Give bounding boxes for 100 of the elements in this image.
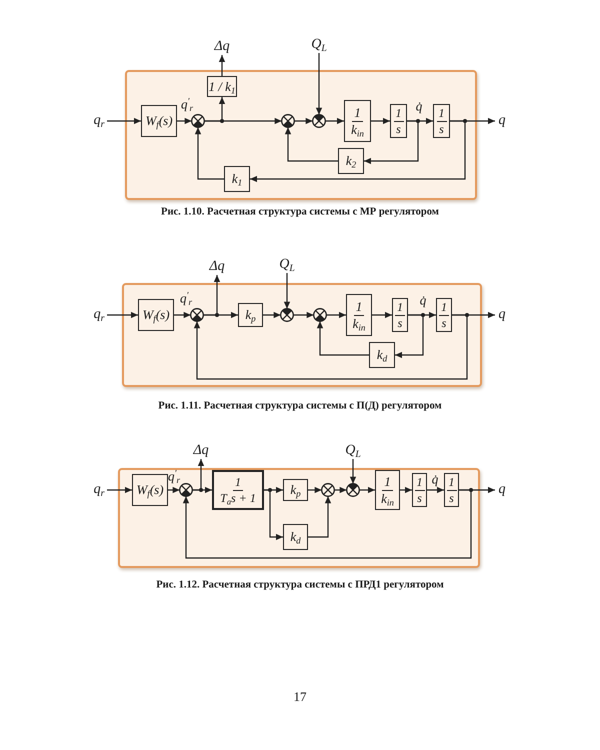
block-label: k$_{d}$	[290, 530, 301, 544]
fraction-denominator: s	[396, 316, 404, 330]
signal-arrow	[308, 486, 322, 494]
signal-label: q	[495, 481, 509, 499]
transfer-block	[433, 104, 450, 138]
block-label: k$_{p}$	[245, 308, 256, 322]
signal-arrow	[350, 459, 356, 484]
summing-junction	[179, 483, 193, 497]
signal-arrow	[174, 312, 191, 318]
signal-arrow	[192, 486, 212, 494]
signal-arrow	[107, 118, 141, 124]
transfer-block	[138, 299, 174, 331]
fraction-numerator: 1	[436, 106, 446, 122]
summing-junction	[190, 308, 204, 322]
signal-arrow	[294, 118, 313, 124]
page-number: 17	[294, 689, 306, 705]
block-label: 1 / k$_{1}$	[208, 80, 236, 94]
system-panel	[125, 70, 477, 200]
fraction-numerator: 1	[446, 476, 456, 490]
signal-arrow	[284, 127, 338, 162]
signal-arrow	[182, 489, 472, 559]
signal-arrow	[371, 118, 390, 124]
signal-arrow	[107, 486, 132, 494]
signal-label: q	[495, 306, 509, 324]
transfer-block	[141, 105, 177, 137]
signal-arrow	[372, 312, 392, 318]
signal-arrow	[264, 489, 283, 540]
summing-junction	[281, 114, 295, 128]
signal-label: Δq	[190, 442, 212, 459]
signal-arrow	[263, 312, 281, 318]
figure-caption: Рис. 1.10. Расчетная структура системы с МР регулятором	[161, 206, 439, 218]
block-label: k$_{p}$	[290, 483, 301, 497]
block-label: k$_{1}$	[232, 172, 242, 186]
summing-junction	[191, 114, 205, 128]
block-label: W$_{f}$(s)	[145, 114, 173, 128]
fraction-denominator: s	[395, 122, 402, 136]
block-label: k$_{2}$	[346, 154, 356, 168]
signal-arrow	[364, 120, 419, 164]
figure-caption: Рис. 1.12. Расчетная структура системы с ПРД1 регулятором	[156, 580, 444, 590]
signal-arrow	[203, 312, 238, 318]
summing-junction	[321, 483, 335, 497]
fraction-numerator: 1	[394, 106, 404, 122]
fraction-denominator: T$_{a}$s + 1	[219, 490, 257, 504]
signal-arrow	[194, 314, 468, 380]
fraction-numerator: 1	[352, 106, 363, 122]
signal-label: q$_{r}$	[91, 481, 107, 499]
fraction-denominator: s	[440, 316, 448, 330]
transfer-block	[390, 104, 407, 138]
fraction-numerator: 1	[233, 476, 243, 490]
signal-arrow	[400, 486, 412, 494]
signal-arrow	[359, 486, 375, 494]
signal-label: Q$_{L}$	[341, 442, 365, 459]
fraction-numerator: 1	[382, 474, 393, 490]
signal-arrow	[177, 118, 192, 124]
signal-arrow	[316, 53, 322, 115]
transfer-block	[375, 470, 400, 510]
signal-arrow	[168, 486, 180, 494]
transfer-block	[346, 294, 372, 336]
signal-label: q̇	[416, 100, 422, 112]
fraction-denominator: k$_{in}$	[350, 122, 365, 136]
signal-arrow	[325, 118, 344, 124]
transfer-block	[212, 470, 264, 510]
system-panel	[122, 283, 482, 387]
figure-caption: Рис. 1.11. Расчетная структура системы с П(Д) регулятором	[158, 400, 442, 412]
transfer-block	[344, 100, 371, 142]
transfer-block	[224, 166, 250, 192]
signal-label: q$_{r}$	[91, 112, 107, 130]
signal-arrow	[204, 118, 282, 124]
signal-arrow	[218, 55, 226, 76]
system-panel	[118, 468, 480, 568]
signal-arrow	[427, 486, 444, 494]
fraction-numerator: 1	[414, 476, 424, 490]
signal-arrow	[316, 321, 369, 356]
block-label: W$_{f}$(s)	[136, 483, 164, 497]
signal-arrow	[194, 127, 224, 180]
fraction-numerator: 1	[439, 300, 449, 316]
signal-arrow	[293, 312, 314, 318]
signal-arrow	[334, 486, 347, 494]
transfer-block	[444, 473, 459, 507]
fraction-denominator: s	[416, 490, 423, 504]
block-label: W$_{f}$(s)	[142, 308, 170, 322]
signal-arrow	[284, 273, 290, 309]
fraction-denominator: k$_{in}$	[352, 316, 366, 330]
block-label: k$_{d}$	[376, 348, 388, 362]
fraction-numerator: 1	[354, 300, 364, 316]
transfer-block	[283, 524, 308, 550]
transfer-block	[238, 303, 263, 327]
transfer-block	[436, 298, 452, 332]
fraction-denominator: s	[438, 122, 445, 136]
signal-label: q$_{r}$	[91, 306, 107, 324]
signal-label: Q$_{L}$	[275, 256, 299, 273]
signal-label: Q$_{L}$	[307, 36, 331, 53]
transfer-block	[283, 479, 308, 501]
transfer-block	[412, 473, 427, 507]
signal-label: q	[495, 112, 509, 130]
summing-junction	[313, 308, 327, 322]
transfer-block	[369, 342, 395, 368]
transfer-block	[132, 474, 168, 506]
signal-arrow	[326, 312, 346, 318]
summing-junction	[346, 483, 360, 497]
